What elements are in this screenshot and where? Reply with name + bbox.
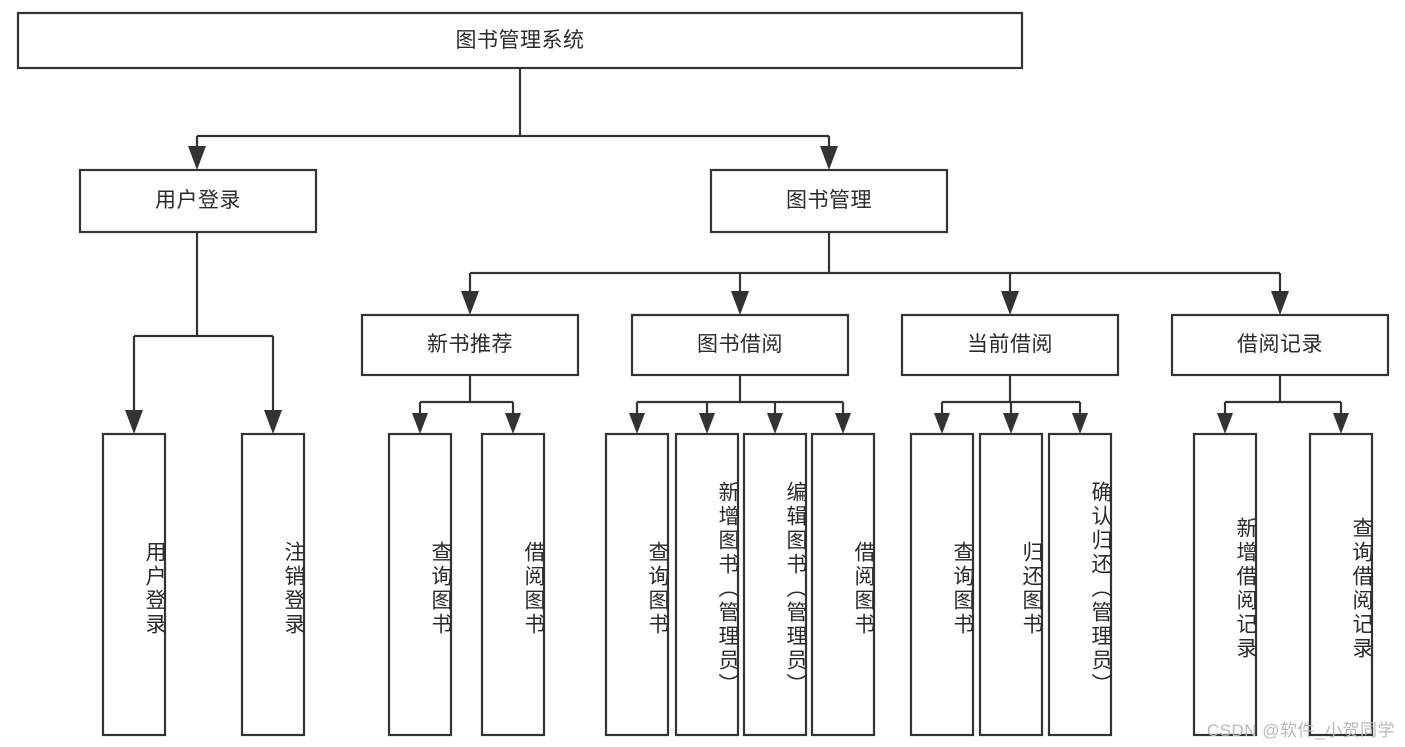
arrow-heads-layer (125, 146, 1349, 434)
node-box-user-login[interactable] (78, 168, 318, 234)
node-box-root[interactable] (16, 11, 1024, 70)
node-box-leaf-borrow-book[interactable] (810, 432, 876, 737)
arrow-to-leaf-query-book-current (934, 413, 950, 434)
arrow-to-user-login (188, 146, 206, 170)
node-box-leaf-edit-book[interactable] (742, 432, 808, 737)
node-boxes-layer (16, 11, 1390, 737)
node-box-leaf-logout[interactable] (240, 432, 306, 737)
arrow-to-leaf-add-book (699, 413, 715, 434)
node-box-leaf-query-book-current[interactable] (909, 432, 975, 737)
arrow-to-leaf-query-book-rec (412, 413, 428, 434)
arrow-to-leaf-confirm-return (1072, 413, 1088, 434)
node-box-leaf-query-book-rec[interactable] (387, 432, 453, 737)
node-box-leaf-user-login[interactable] (101, 432, 167, 737)
arrow-to-leaf-borrow-book (835, 413, 851, 434)
arrow-to-leaf-query-book-borrow (629, 413, 645, 434)
node-box-leaf-query-record[interactable] (1308, 432, 1374, 737)
arrow-to-leaf-add-record (1217, 413, 1233, 434)
arrow-to-book-management (820, 146, 838, 170)
node-box-leaf-borrow-book-rec[interactable] (480, 432, 546, 737)
arrow-to-leaf-borrow-book-rec (505, 413, 521, 434)
arrow-to-new-book-recommend (461, 291, 479, 315)
node-box-leaf-query-book-borrow[interactable] (604, 432, 670, 737)
arrow-to-book-borrow (731, 291, 749, 315)
arrow-to-leaf-user-login (125, 410, 143, 434)
arrow-to-leaf-return-book (1003, 413, 1019, 434)
node-box-book-borrow[interactable] (630, 313, 850, 377)
node-box-current-borrow[interactable] (900, 313, 1120, 377)
node-box-borrow-records[interactable] (1170, 313, 1390, 377)
arrow-to-current-borrow (1001, 291, 1019, 315)
node-box-leaf-add-record[interactable] (1192, 432, 1258, 737)
arrow-to-borrow-records (1271, 291, 1289, 315)
node-box-book-management[interactable] (709, 168, 949, 234)
node-box-leaf-add-book[interactable] (674, 432, 740, 737)
arrow-to-leaf-query-record (1333, 413, 1349, 434)
node-box-leaf-confirm-return[interactable] (1047, 432, 1113, 737)
node-box-leaf-return-book[interactable] (978, 432, 1044, 737)
arrow-to-leaf-edit-book (767, 413, 783, 434)
arrow-to-leaf-logout (264, 410, 282, 434)
node-box-new-book-recommend[interactable] (360, 313, 580, 377)
